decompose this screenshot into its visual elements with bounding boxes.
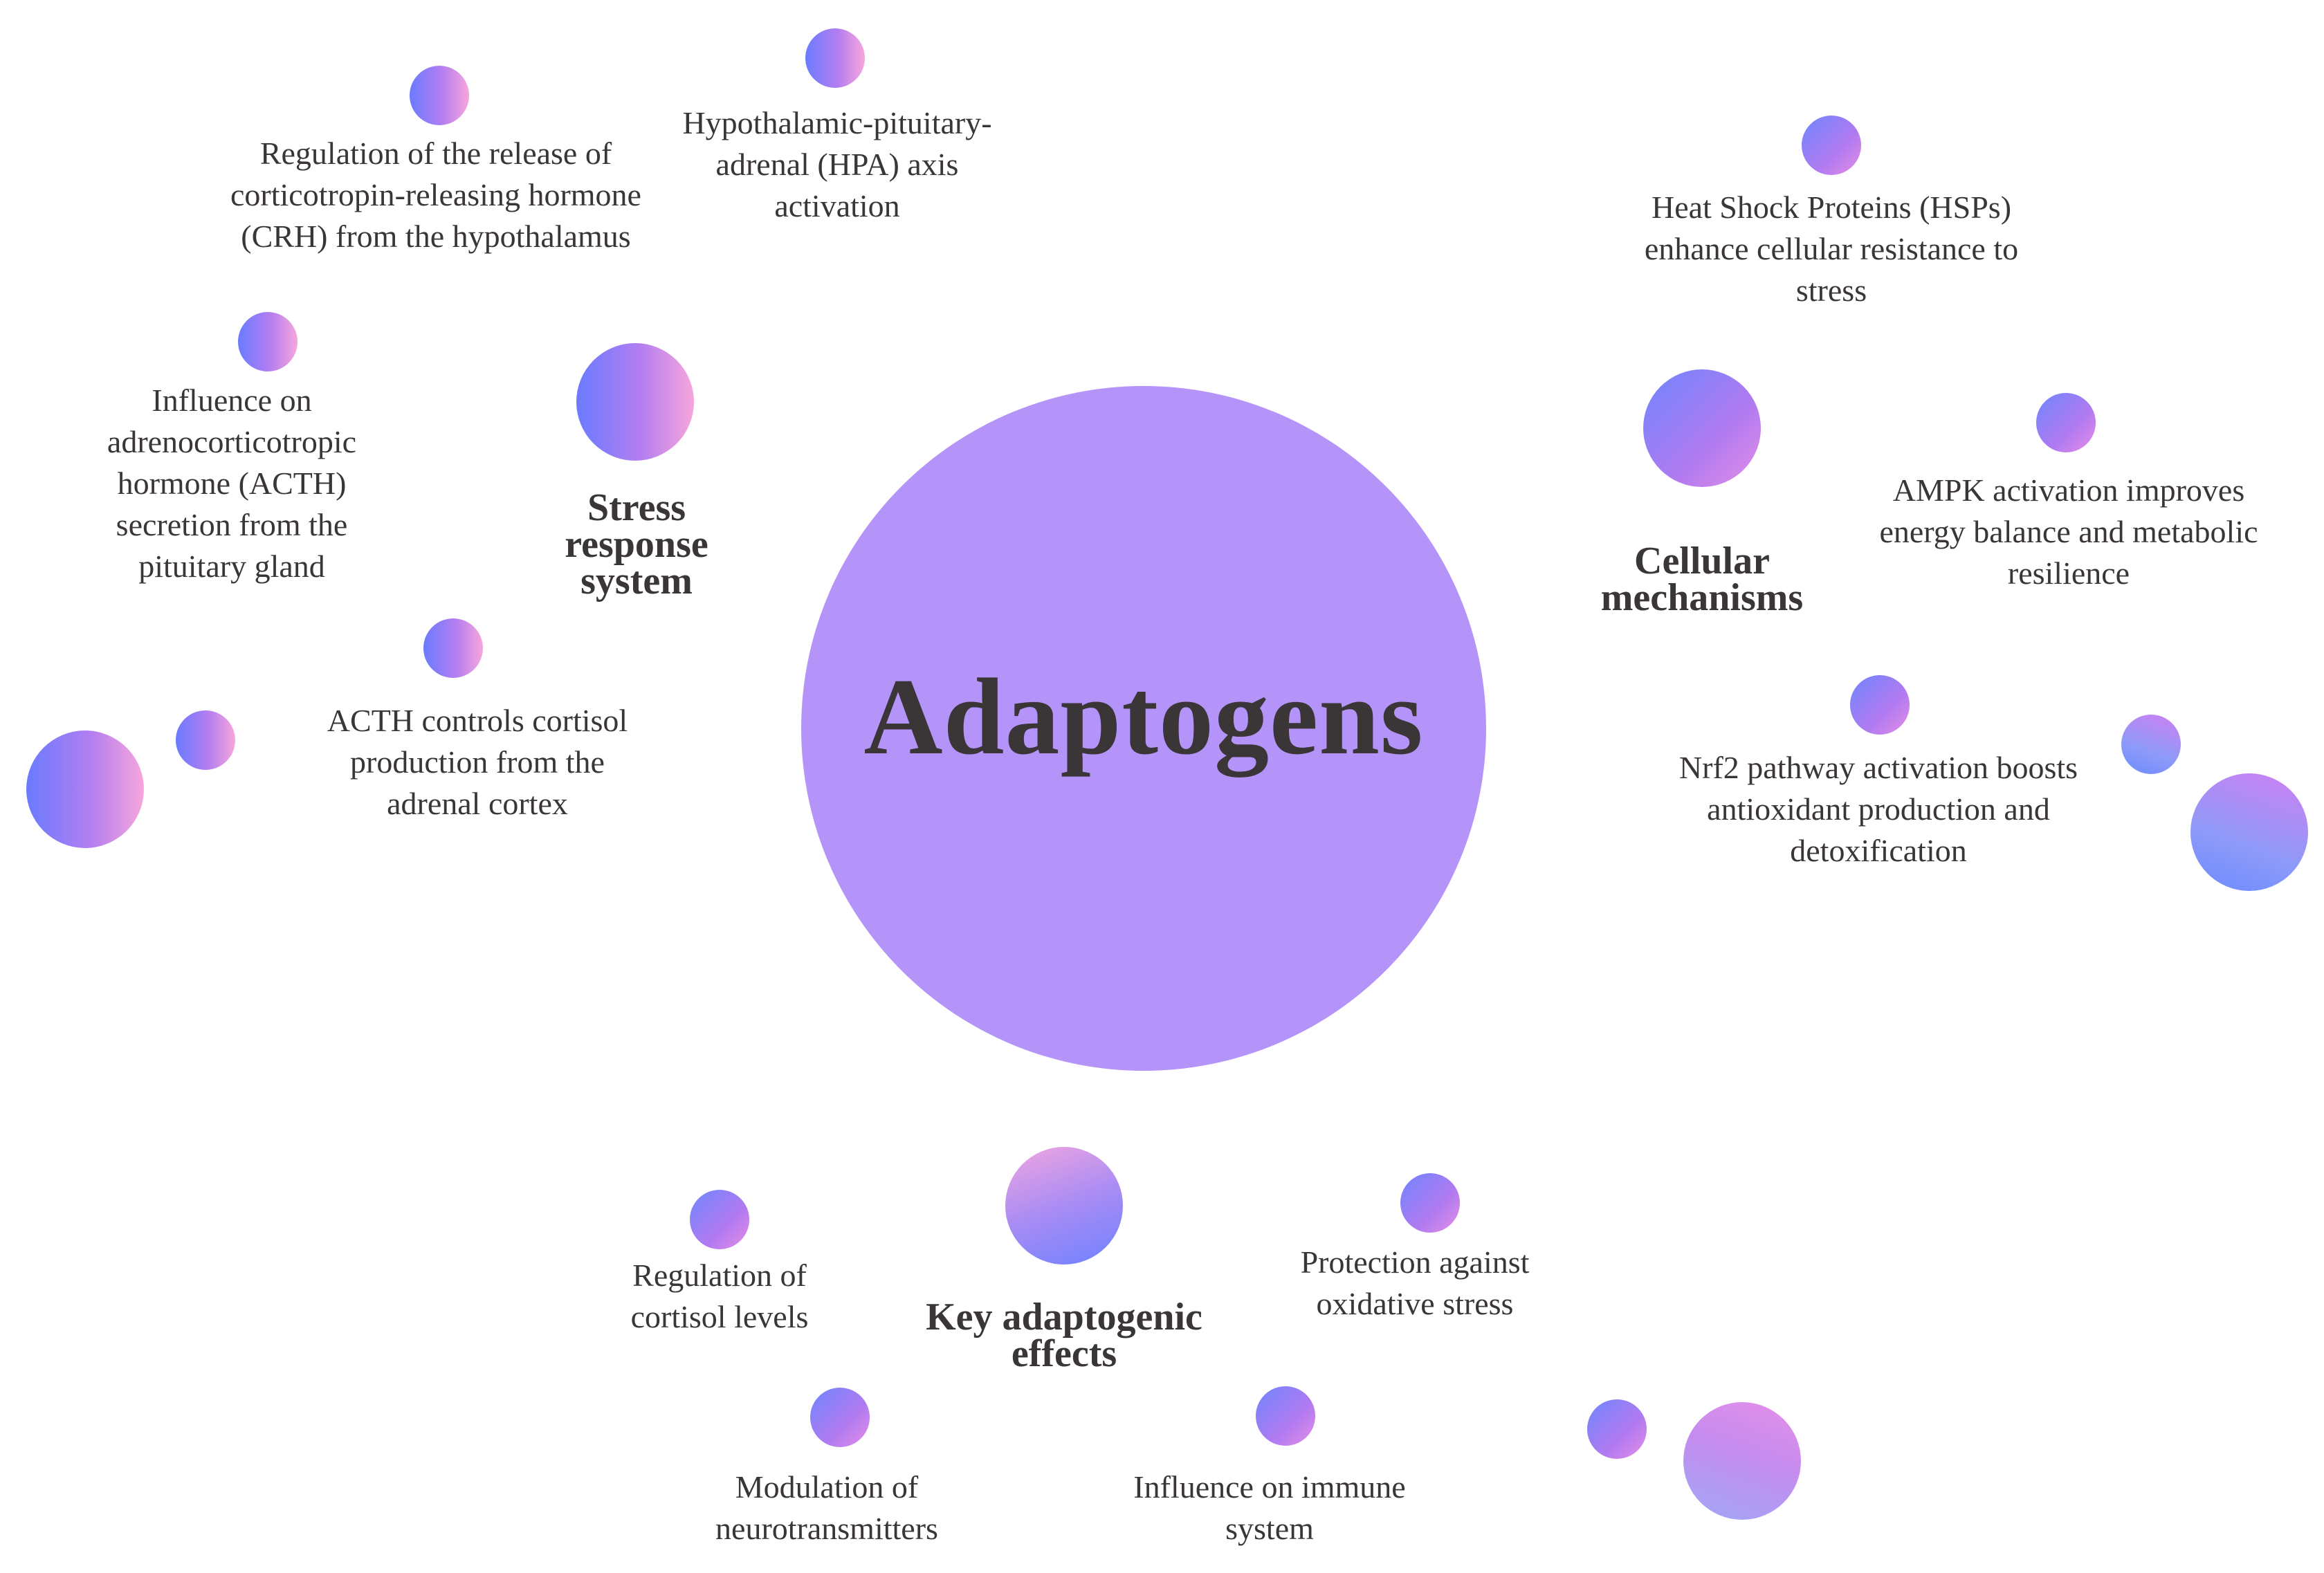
cellular-category-node xyxy=(1643,369,1761,487)
decor-dot-small xyxy=(2121,715,2181,774)
decor-dot-small xyxy=(176,710,235,770)
decor-dot-large xyxy=(26,730,144,848)
crh-text: Regulation of the release of corticotrop… xyxy=(230,136,641,254)
ampk-node xyxy=(2036,393,2096,452)
effects-category-node xyxy=(1005,1147,1123,1264)
hpa-node xyxy=(805,28,865,88)
decor-dot-large xyxy=(1683,1402,1801,1520)
cortisol-text: Regulation of cortisol levels xyxy=(630,1258,809,1334)
neuro-node xyxy=(810,1388,870,1447)
ampk-text: AMPK activation improves energy balance … xyxy=(1879,472,2258,591)
immune-node xyxy=(1256,1386,1315,1446)
stress-category-node xyxy=(576,343,694,461)
cortisol-node xyxy=(690,1190,749,1249)
nrf2-text: Nrf2 pathway activation boosts antioxida… xyxy=(1678,750,2078,868)
cellular-category-label: Cellular mechanisms xyxy=(1600,540,1804,619)
crh-node xyxy=(410,66,469,125)
decor-dot-large xyxy=(2190,773,2308,891)
acth-secretion-node xyxy=(238,312,298,371)
hsp-node xyxy=(1802,116,1861,175)
oxidative-node xyxy=(1400,1173,1460,1233)
acth-secretion-text: Influence on adrenocorticotropic hormone… xyxy=(107,383,357,584)
neuro-text: Modulation of neurotransmitters xyxy=(715,1469,938,1546)
hub-circle xyxy=(801,386,1486,1071)
hpa-text: Hypothalamic-pituitary-adrenal (HPA) axi… xyxy=(682,105,992,223)
cortisol-production-text: ACTH controls cortisol production from t… xyxy=(327,703,628,821)
decor-dot-small xyxy=(1587,1399,1647,1459)
stress-category-label: Stress response system xyxy=(565,486,708,602)
immune-text: Influence on immune system xyxy=(1133,1469,1406,1546)
oxidative-text: Protection against oxidative stress xyxy=(1300,1244,1530,1321)
hub-label: Adaptogens xyxy=(863,656,1424,778)
cortisol-production-node xyxy=(423,618,483,678)
nrf2-node xyxy=(1850,675,1910,735)
hsp-text: Heat Shock Proteins (HSPs) enhance cellu… xyxy=(1644,190,2019,308)
effects-category-label: Key adaptogenic effects xyxy=(926,1296,1202,1375)
